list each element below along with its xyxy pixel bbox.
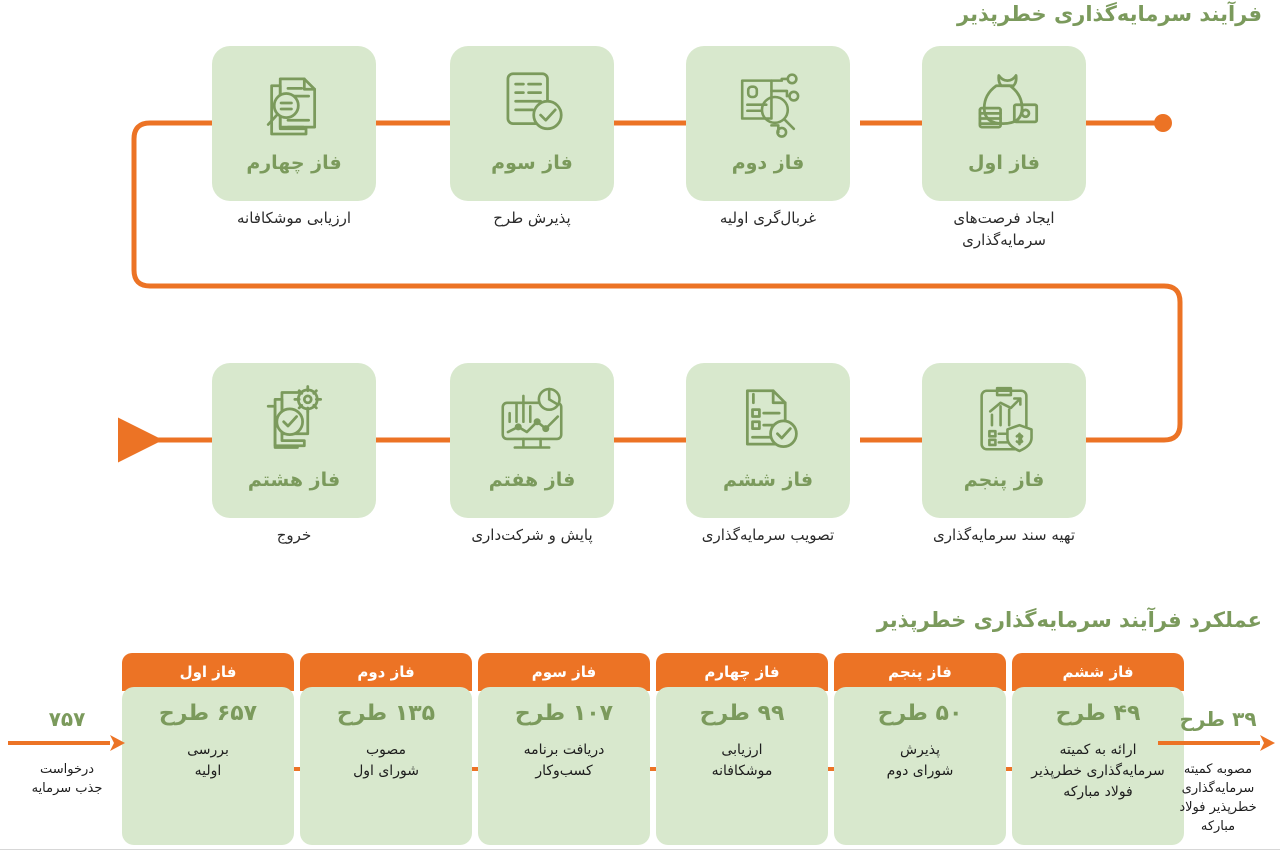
funnel-phase-header: فاز اول <box>122 653 294 691</box>
funnel-connector-3-4 <box>642 767 660 771</box>
clipboard-chart-shield-icon <box>980 386 1033 453</box>
phase-name: فاز دوم <box>731 152 805 174</box>
screening-search-icon <box>740 73 800 138</box>
funnel-output-arrow-icon <box>1158 735 1275 751</box>
funnel-input-arrow-icon <box>8 735 125 751</box>
page-title-performance: عملکرد فرآیند سرمایه‌گذاری خطرپذیر <box>876 608 1262 632</box>
funnel-connector-2-3 <box>464 767 482 771</box>
document-magnifier-icon <box>266 77 317 136</box>
phase-card-5[interactable]: فاز پنجم <box>922 363 1086 518</box>
phase-card-6[interactable]: فاز ششم <box>686 363 850 518</box>
funnel-output-number: ۳۹ طرح <box>1179 707 1257 731</box>
money-bag-icon <box>978 74 1039 129</box>
flow-start-dot <box>1154 114 1172 132</box>
funnel-count: ۴۹ طرح <box>1055 701 1141 726</box>
phase-name: فاز اول <box>968 152 1040 174</box>
documents-gear-check-icon <box>266 385 323 449</box>
phase-caption-2: غربال‌گری اولیه <box>719 209 817 227</box>
phase-card-8[interactable]: فاز هشتم <box>212 363 376 518</box>
funnel-count: ۱۰۷ طرح <box>514 701 614 726</box>
funnel-phase-header: فاز دوم <box>300 653 472 691</box>
funnel-phase-header: فاز ششم <box>1012 653 1184 691</box>
monitor-analytics-icon <box>501 387 563 449</box>
phase-name: فاز هشتم <box>247 469 341 491</box>
phase-name: فاز ششم <box>722 469 814 491</box>
phase-card-1[interactable]: فاز اول <box>922 46 1086 201</box>
phase-card-2[interactable]: فاز دوم <box>686 46 850 201</box>
phase-name: فاز پنجم <box>963 469 1045 491</box>
funnel-count: ۶۵۷ طرح <box>158 701 258 726</box>
phase-caption-6: تصویب سرمایه‌گذاری <box>701 526 835 544</box>
phase-card-3[interactable]: فاز سوم <box>450 46 614 201</box>
phase-card-4[interactable]: فاز چهارم <box>212 46 376 201</box>
funnel-count: ۱۳۵ طرح <box>336 701 436 726</box>
funnel-count: ۹۹ طرح <box>699 701 785 726</box>
checklist-approved-icon <box>745 389 798 449</box>
funnel-connector-1-2 <box>286 767 304 771</box>
phase-name: فاز هفتم <box>488 469 576 491</box>
funnel-connector-4-5 <box>820 767 838 771</box>
funnel-phase-header: فاز چهارم <box>656 653 828 691</box>
funnel-phase-header: فاز سوم <box>478 653 650 691</box>
funnel-input-number: ۷۵۷ <box>48 707 86 731</box>
phase-caption-5: تهیه سند سرمایه‌گذاری <box>933 526 1075 544</box>
phase-card-7[interactable]: فاز هفتم <box>450 363 614 518</box>
funnel-connector-5-6 <box>998 767 1016 771</box>
phase-caption-3: پذیرش طرح <box>493 209 571 227</box>
phase-caption-8: خروج <box>276 526 312 544</box>
phase-caption-7: پایش و شرکت‌داری <box>471 526 593 544</box>
funnel-count: ۵۰ طرح <box>877 701 963 726</box>
funnel-phase-header: فاز پنجم <box>834 653 1006 691</box>
phase-name: فاز چهارم <box>246 152 342 174</box>
document-check-icon <box>506 72 563 131</box>
flow-connectors <box>118 114 1183 463</box>
page-title-process: فرآیند سرمایه‌گذاری خطرپذیر <box>957 2 1262 26</box>
phase-name: فاز سوم <box>491 152 573 174</box>
phase-caption-4: ارزیابی موشکافانه <box>236 209 351 227</box>
